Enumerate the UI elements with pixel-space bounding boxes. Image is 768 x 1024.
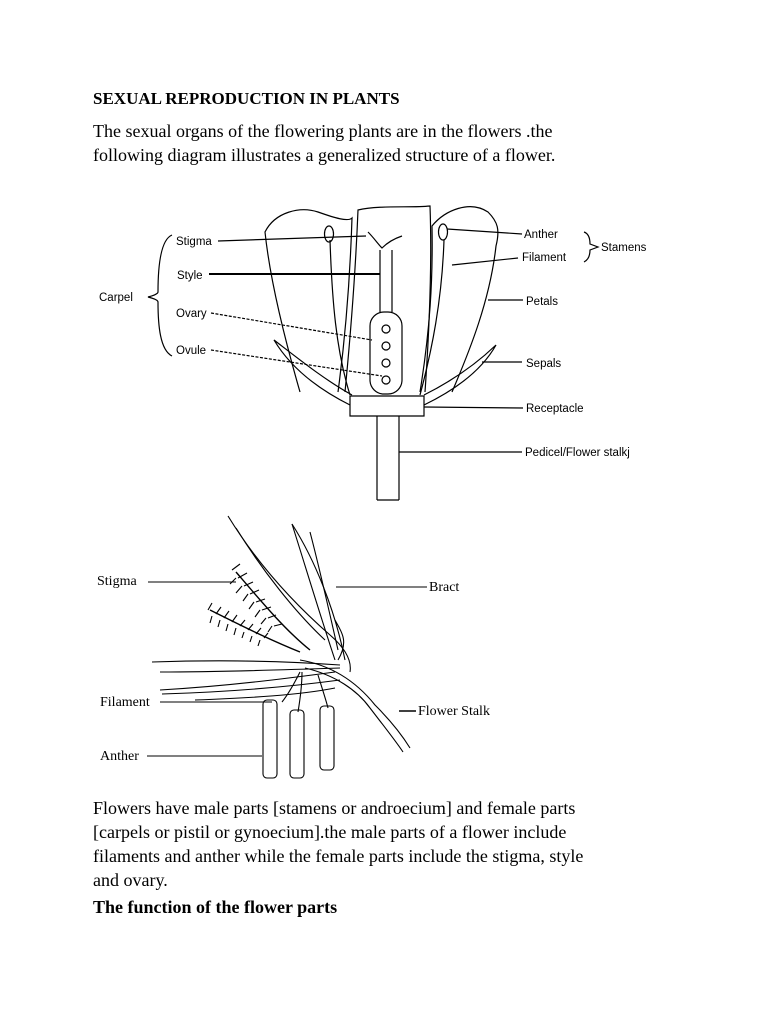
label-pedicel: Pedicel/Flower stalkj	[525, 447, 630, 459]
body-line-3: filaments and anther while the female pa…	[93, 846, 584, 866]
label-carpel: Carpel	[99, 292, 133, 304]
grass-flower-diagram	[147, 515, 427, 779]
label-filament: Filament	[522, 252, 567, 264]
body-line-1: Flowers have male parts [stamens or andr…	[93, 798, 576, 818]
intro-line-1: The sexual organs of the flowering plant…	[93, 121, 553, 141]
body-line-2: [carpels or pistil or gynoecium].the mal…	[93, 822, 567, 842]
label-receptacle: Receptacle	[526, 403, 584, 415]
intro-paragraph: The sexual organs of the flowering plant…	[93, 119, 693, 167]
page-heading: SEXUAL REPRODUCTION IN PLANTS	[93, 89, 400, 108]
label-stigma-2: Stigma	[97, 574, 137, 589]
label-stigma: Stigma	[176, 236, 212, 248]
diagram1-labels: Stigma Style Carpel Ovary Ovule Anther F…	[99, 229, 647, 459]
label-filament-2: Filament	[100, 695, 150, 710]
flower-structure-diagram	[147, 205, 600, 501]
section-subheading: The function of the flower parts	[93, 897, 338, 917]
label-bract: Bract	[429, 580, 459, 595]
label-ovary: Ovary	[176, 308, 207, 320]
label-stamens: Stamens	[601, 242, 647, 254]
label-petals: Petals	[526, 296, 558, 308]
label-sepals: Sepals	[526, 358, 561, 370]
label-anther-2: Anther	[100, 749, 139, 764]
body-line-4: and ovary.	[93, 870, 168, 890]
label-anther: Anther	[524, 229, 558, 241]
intro-line-2: following diagram illustrates a generali…	[93, 145, 556, 165]
diagram2-labels: Stigma Bract Filament Flower Stalk Anthe…	[97, 574, 490, 764]
body-paragraph: Flowers have male parts [stamens or andr…	[93, 796, 693, 892]
label-ovule: Ovule	[176, 345, 206, 357]
label-style: Style	[177, 270, 203, 282]
label-flower-stalk: Flower Stalk	[418, 704, 490, 719]
